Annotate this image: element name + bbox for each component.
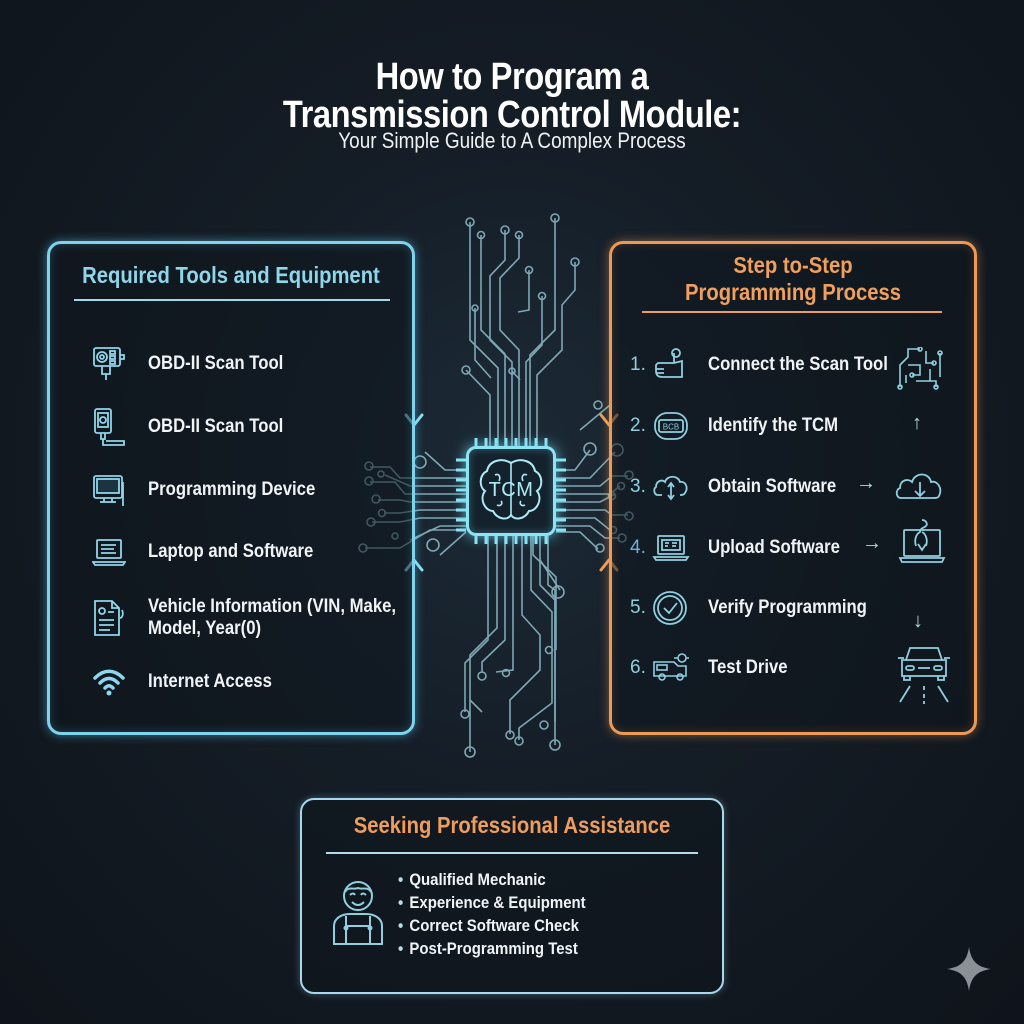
tool-item: OBD-II Scan Tool bbox=[92, 407, 302, 447]
step-number: 6. bbox=[630, 657, 646, 678]
monitor-icon bbox=[93, 475, 124, 506]
step-number: 3. bbox=[630, 476, 646, 497]
cloud-sync-icon bbox=[653, 475, 688, 501]
step-item: 5. Verify Programming bbox=[630, 590, 889, 626]
hand-tap-icon bbox=[655, 348, 683, 378]
assistance-item: Experience & Equipment bbox=[398, 891, 585, 914]
step-label: Upload Software bbox=[708, 537, 840, 558]
tool-label: Programming Device bbox=[148, 479, 316, 500]
brain-chip-icon bbox=[479, 459, 543, 520]
steps-panel: Step to-Step Programming Process 1. Conn… bbox=[609, 241, 977, 735]
steps-heading: Step to-Step Programming Process bbox=[634, 252, 953, 306]
page-title-line-1: How to Program a bbox=[375, 56, 649, 98]
tool-label: Internet Access bbox=[148, 671, 272, 692]
tool-item: OBD-II Scan Tool bbox=[92, 344, 302, 384]
step-number: 5. bbox=[630, 597, 646, 618]
tool-item: Vehicle Information (VIN, Make, Model, Y… bbox=[92, 596, 430, 640]
page-title-line-2: Transmission Control Module: bbox=[282, 94, 742, 136]
tool-label: OBD-II Scan Tool bbox=[148, 353, 284, 374]
step-item: 6. Test Drive bbox=[630, 650, 798, 686]
page-subtitle: Your Simple Guide to A Complex Process bbox=[338, 128, 686, 153]
assistance-heading: Seeking Professional Assistance bbox=[353, 812, 671, 838]
document-icon bbox=[94, 600, 124, 636]
up-arrow-icon: ↑ bbox=[912, 412, 922, 434]
step-label: Identify the TCM bbox=[708, 415, 839, 436]
svg-text:BCB: BCB bbox=[663, 423, 679, 432]
tools-divider bbox=[74, 299, 390, 301]
step-label: Obtain Software bbox=[708, 476, 837, 497]
step-label: Test Drive bbox=[708, 657, 788, 678]
assistance-panel: Seeking Professional Assistance Qualifie… bbox=[300, 798, 724, 994]
tool-item: Laptop and Software bbox=[92, 532, 336, 572]
down-arrow-icon: ↓ bbox=[913, 610, 923, 632]
right-arrow-icon: → bbox=[862, 532, 882, 554]
step-item: 3. Obtain Software bbox=[630, 469, 854, 505]
steps-heading-line-2: Programming Process bbox=[685, 279, 901, 305]
laptop-upload-icon bbox=[898, 519, 946, 563]
tools-panel: Required Tools and Equipment OBD-II Scan… bbox=[47, 241, 415, 735]
assistance-list: Qualified Mechanic Experience & Equipmen… bbox=[398, 868, 611, 960]
sparkle-icon bbox=[947, 947, 991, 991]
tcm-chip: TCM bbox=[466, 446, 556, 536]
assistance-item: Post-Programming Test bbox=[398, 937, 586, 960]
right-arrow-icon: → bbox=[856, 472, 876, 494]
vehicle-icon bbox=[653, 653, 689, 681]
obd-scanner-icon bbox=[93, 347, 125, 380]
step-item: 4. Upload Software bbox=[630, 530, 858, 566]
wifi-icon bbox=[93, 669, 125, 696]
tool-label: OBD-II Scan Tool bbox=[148, 416, 284, 437]
step-number: 1. bbox=[630, 354, 646, 375]
chip-label: TCM bbox=[488, 479, 534, 501]
tool-label-multiline: Vehicle Information (VIN, Make, Model, Y… bbox=[148, 596, 430, 640]
car-road-icon bbox=[898, 647, 950, 704]
circuit-board-icon bbox=[897, 347, 943, 390]
obd-handheld-icon bbox=[94, 408, 125, 446]
assistance-divider bbox=[326, 852, 698, 854]
steps-heading-line-1: Step to-Step bbox=[733, 252, 853, 278]
step-number: 4. bbox=[630, 537, 646, 558]
tool-label: Laptop and Software bbox=[148, 541, 314, 562]
tools-heading: Required Tools and Equipment bbox=[82, 262, 380, 288]
check-circle-icon bbox=[653, 591, 687, 625]
cloud-download-icon bbox=[895, 473, 942, 499]
step-item: 2. BCB Identify the TCM bbox=[630, 408, 856, 444]
assistance-item: Correct Software Check bbox=[398, 914, 586, 937]
step-label: Connect the Scan Tool bbox=[708, 354, 888, 375]
step-item: 1. Connect the Scan Tool bbox=[630, 347, 912, 383]
step-number: 2. bbox=[630, 415, 646, 436]
tool-label: Vehicle Information (VIN, Make, bbox=[148, 596, 397, 617]
module-badge-icon: BCB bbox=[654, 412, 688, 440]
steps-divider bbox=[642, 311, 942, 313]
laptop-icon bbox=[92, 539, 126, 566]
laptop-code-icon bbox=[652, 535, 690, 561]
step-label: Verify Programming bbox=[708, 597, 867, 618]
assistance-item: Qualified Mechanic bbox=[398, 868, 586, 891]
tool-label: Model, Year(0) bbox=[148, 618, 262, 639]
mechanic-icon bbox=[333, 881, 383, 945]
tool-item: Internet Access bbox=[92, 662, 289, 702]
tool-item: Programming Device bbox=[92, 470, 338, 510]
